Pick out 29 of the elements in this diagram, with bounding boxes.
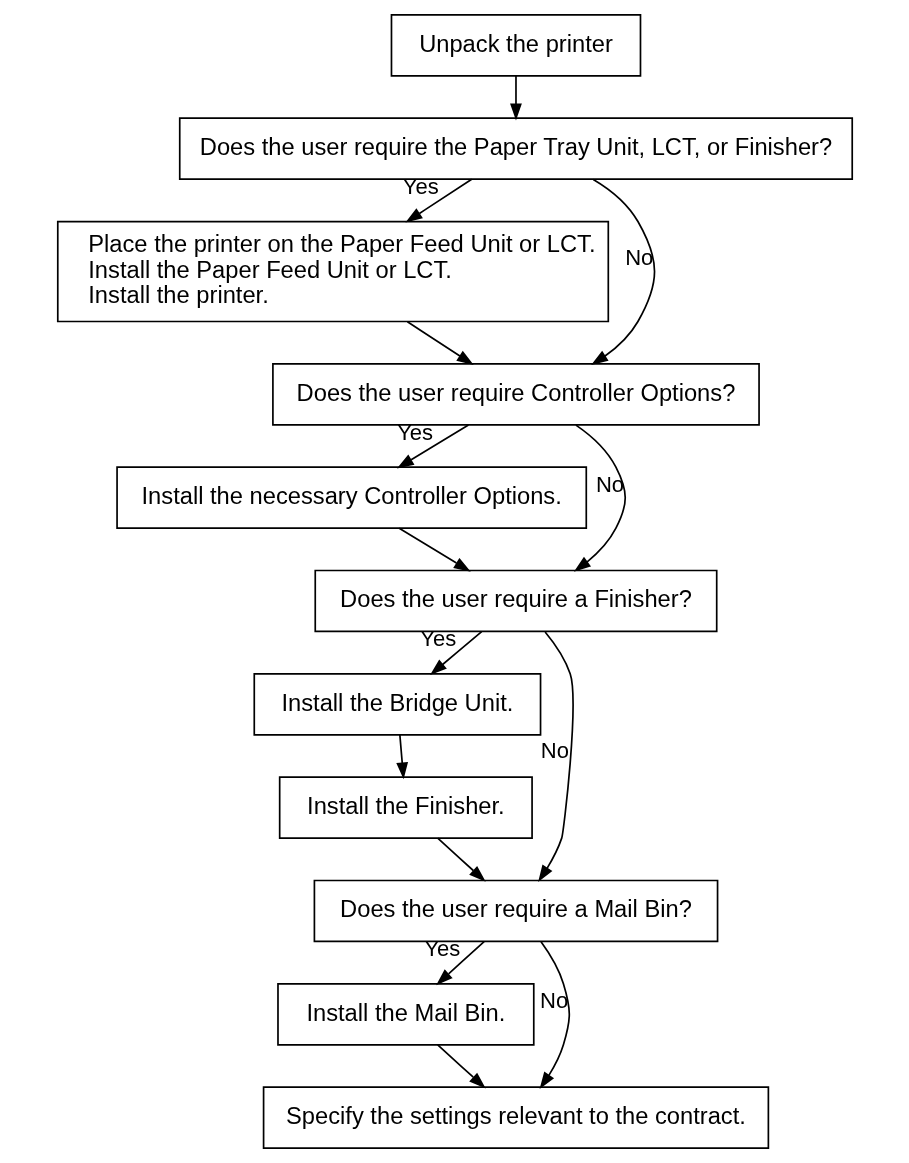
arrow [539, 940, 570, 1089]
arrow [429, 630, 483, 676]
arrow [435, 940, 485, 986]
node-box: Does the user require the Paper Tray Unit, LCT, or Finisher? [178, 117, 853, 181]
arrow [395, 734, 408, 780]
node-box: Install the Finisher. [278, 776, 533, 839]
arrow [436, 1044, 486, 1089]
arrow [406, 320, 474, 366]
arrow [397, 527, 471, 572]
node-box: Unpack the printer [390, 14, 641, 77]
arrow [436, 837, 486, 882]
node-box: Place the printer on the Paper Feed Unit or LCT. Install the Paper Feed Unit or LCT. Install the printer. [56, 220, 609, 323]
arrow [590, 178, 655, 365]
node-box: Does the user require a Mail Bin? [313, 879, 718, 943]
arrow [509, 75, 522, 121]
arrow [404, 178, 473, 223]
arrow [573, 424, 626, 572]
edge-label: No [540, 737, 569, 763]
node-box: Does the user require a Finisher? [313, 569, 718, 633]
node-box: Install the Mail Bin. [276, 982, 535, 1046]
edge-label: No [595, 471, 624, 497]
node-box: Does the user require Controller Options? [271, 363, 760, 426]
node-box: Specify the settings relevant to the contract. [262, 1086, 769, 1149]
arrow [537, 631, 574, 882]
edge-label: No [539, 988, 568, 1014]
node-box: Install the Bridge Unit. [252, 672, 541, 736]
node-box: Install the necessary Controller Options. [115, 466, 587, 529]
edge-label: No [624, 245, 653, 271]
arrow [396, 424, 469, 469]
